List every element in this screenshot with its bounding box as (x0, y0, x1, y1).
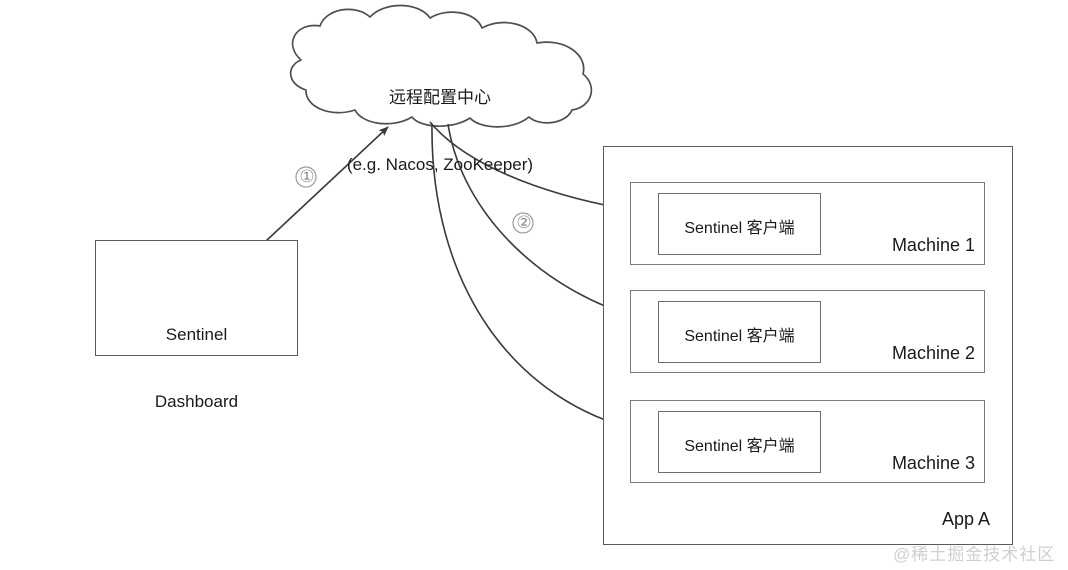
arrow-dashboard-to-cloud (265, 126, 389, 242)
sentinel-dashboard-box[interactable] (95, 240, 298, 356)
sentinel-client-box-2[interactable] (658, 301, 821, 363)
arrow-cloud-to-machine-3 (431, 123, 651, 436)
step-1-circle (295, 166, 317, 188)
sentinel-client-box-3[interactable] (658, 411, 821, 473)
step-2-circle (512, 212, 534, 234)
sentinel-client-box-1[interactable] (658, 193, 821, 255)
cloud-shape (289, 4, 593, 128)
